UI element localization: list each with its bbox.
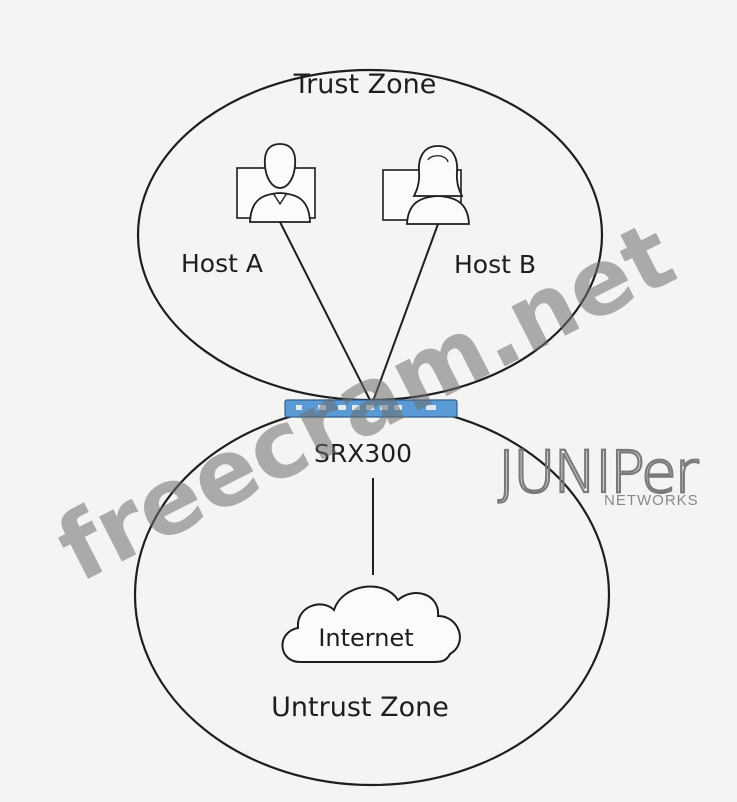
host-a-label: Host A: [181, 249, 263, 278]
srx300-label: SRX300: [314, 439, 412, 468]
juniper-logo: JUNIPer NETWORKS: [497, 437, 702, 509]
trust-zone-label: Trust Zone: [293, 69, 437, 100]
watermark: freecram.net: [41, 201, 691, 603]
host-b-icon: [382, 145, 470, 225]
user-male-icon: [249, 143, 311, 223]
internet-label: Internet: [318, 624, 413, 652]
link-host-b: [371, 223, 439, 405]
juniper-logo-sub: NETWORKS: [604, 492, 699, 509]
host-a-icon: [236, 143, 316, 223]
cloud-icon: [281, 585, 461, 663]
juniper-logo-word: JUNIPer: [498, 438, 699, 506]
untrust-zone-label: Untrust Zone: [271, 692, 449, 723]
host-b-label: Host B: [454, 250, 536, 279]
link-host-a: [279, 221, 373, 405]
user-female-icon: [406, 145, 470, 225]
srx300-router-icon: [284, 399, 458, 418]
